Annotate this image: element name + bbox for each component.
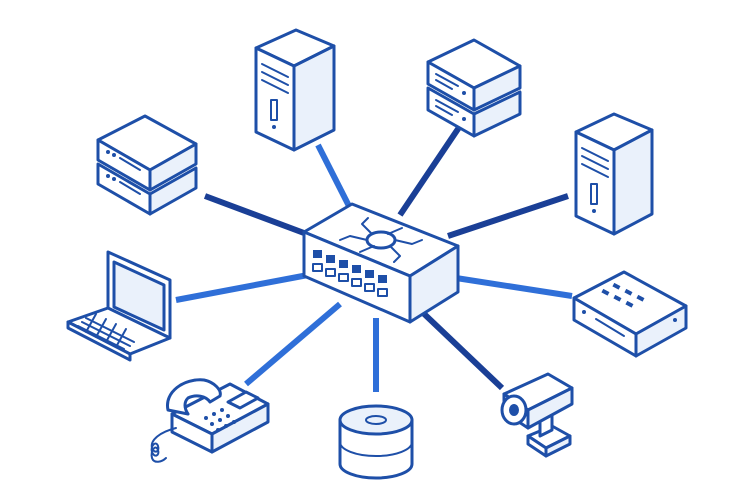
links xyxy=(175,124,573,392)
link-security-camera xyxy=(417,307,505,391)
switch-ports xyxy=(312,250,388,297)
laptop-icon xyxy=(66,250,172,362)
link-laptop xyxy=(175,272,309,303)
keyboard xyxy=(77,313,135,350)
desk-phone-icon xyxy=(150,378,270,463)
network-appliance-icon xyxy=(572,270,688,358)
rack-server-icon xyxy=(426,38,522,138)
link-rack-server-top-right xyxy=(397,124,463,217)
tower-server-icon xyxy=(574,112,654,236)
rack-server-icon xyxy=(96,114,198,216)
link-tower-server-right xyxy=(447,193,569,239)
link-desk-phone xyxy=(244,301,342,387)
tower-server-icon xyxy=(254,28,336,152)
security-camera-icon xyxy=(500,372,574,458)
database-icon xyxy=(338,404,414,480)
link-rack-server-top-left xyxy=(203,193,314,239)
link-tower-server-top xyxy=(315,143,355,214)
link-network-appliance-right xyxy=(455,275,573,299)
network-switch-icon xyxy=(302,202,460,324)
